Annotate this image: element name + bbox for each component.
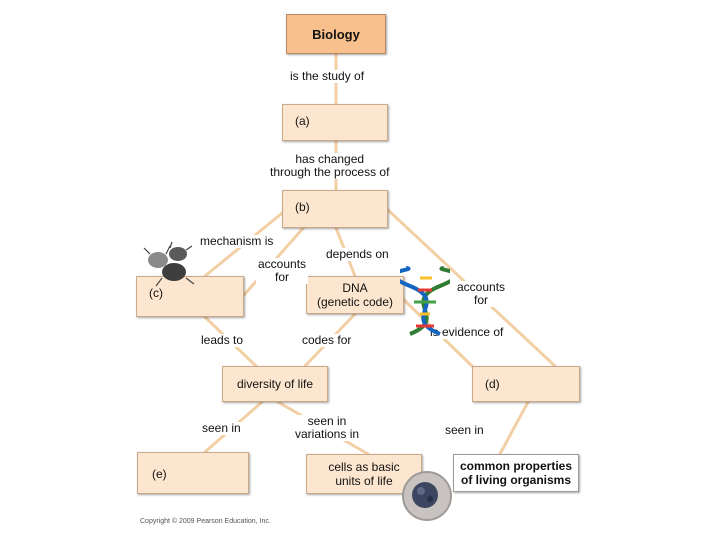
link-seen-right: seen in [443,423,486,437]
link-codes: codes for [300,333,354,347]
node-biology: Biology [286,14,386,54]
link-leads: leads to [199,333,246,347]
link-accounts-left: accounts for [256,257,309,284]
node-cells: cells as basic units of life [306,454,422,494]
node-biology-label: Biology [312,26,360,42]
link-study: is the study of [288,69,367,83]
node-d: (d) [472,366,580,402]
node-b-label: (b) [295,200,310,214]
link-changed: has changed through the process of [268,152,392,179]
node-cells-label: cells as basic units of life [328,460,400,488]
node-common-label: common properties of living organisms [459,459,573,487]
beetles-icon [143,241,195,287]
node-c-label: (c) [149,286,163,300]
link-mechanism: mechanism is [198,234,276,248]
copyright-notice: Copyright © 2009 Pearson Education, Inc. [140,518,271,525]
node-d-label: (d) [485,377,500,391]
node-dna-label: DNA (genetic code) [316,281,394,309]
link-accounts-right: accounts for [455,280,508,307]
node-common: common properties of living organisms [453,454,579,492]
link-evidence: is evidence of [428,325,506,339]
node-dna: DNA (genetic code) [306,276,404,314]
link-depends: depends on [324,247,391,261]
node-c: (c) [136,276,244,317]
cell-icon [402,471,452,521]
node-e: (e) [137,452,249,494]
link-seen-left: seen in [200,421,243,435]
node-b: (b) [282,190,388,228]
node-diversity: diversity of life [222,366,328,402]
node-a: (a) [282,104,388,141]
node-diversity-label: diversity of life [236,377,314,391]
line-d-common [498,400,530,456]
link-seen-mid: seen in variations in [293,414,362,441]
node-e-label: (e) [152,467,167,481]
node-a-label: (a) [295,114,310,128]
dna-helix-icon [400,266,450,336]
